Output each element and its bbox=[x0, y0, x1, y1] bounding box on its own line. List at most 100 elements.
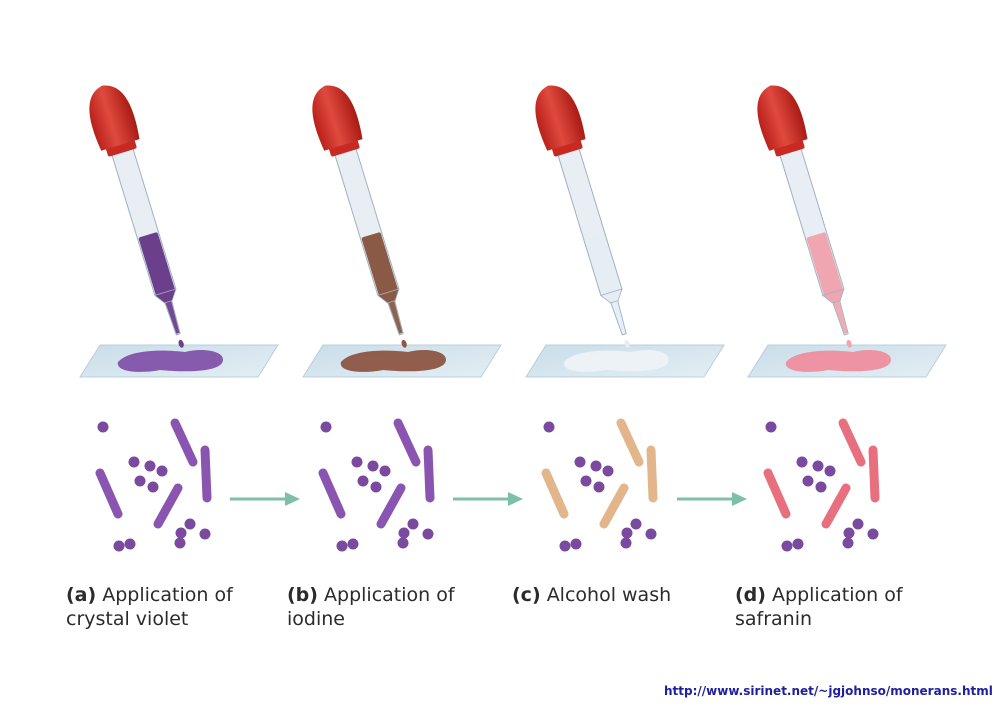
droplet-a bbox=[178, 339, 184, 348]
coccus-b-10 bbox=[336, 540, 348, 552]
coccus-d-9 bbox=[842, 537, 854, 549]
coccus-a-9 bbox=[174, 537, 186, 549]
caption-b: (b) Application of iodine bbox=[287, 583, 507, 631]
step-arrow-1-icon bbox=[230, 492, 300, 506]
dropper-b-icon bbox=[312, 85, 407, 348]
rod-bacterium-d-3 bbox=[821, 483, 851, 529]
caption-c-line1: Alcohol wash bbox=[546, 584, 672, 606]
caption-c-letter: (c) bbox=[512, 584, 541, 606]
caption-d-line1: Application of bbox=[772, 584, 903, 606]
coccus-b-3 bbox=[379, 465, 391, 477]
panel-b bbox=[302, 85, 502, 552]
coccus-d-1 bbox=[796, 456, 808, 468]
rod-bacterium-b-3 bbox=[376, 483, 406, 529]
caption-d: (d) Application of safranin bbox=[735, 583, 955, 631]
caption-a: (a) Application of crystal violet bbox=[66, 583, 286, 631]
rod-bacterium-a-0 bbox=[170, 418, 198, 467]
coccus-d-5 bbox=[815, 481, 827, 493]
coccus-c-1 bbox=[574, 456, 586, 468]
stain-puddle-d bbox=[785, 350, 891, 372]
coccus-c-9 bbox=[620, 537, 632, 549]
coccus-a-7 bbox=[175, 527, 187, 539]
coccus-b-0 bbox=[320, 421, 332, 433]
caption-d-line2: safranin bbox=[735, 608, 813, 630]
coccus-c-3 bbox=[602, 465, 614, 477]
rod-bacterium-b-1 bbox=[423, 445, 435, 503]
coccus-c-5 bbox=[593, 481, 605, 493]
coccus-c-10 bbox=[559, 540, 571, 552]
rod-bacterium-a-3 bbox=[153, 483, 183, 529]
coccus-c-6 bbox=[630, 518, 642, 530]
coccus-d-4 bbox=[802, 475, 814, 487]
caption-b-letter: (b) bbox=[287, 584, 318, 606]
droplet-c bbox=[624, 339, 630, 348]
coccus-d-2 bbox=[812, 460, 824, 472]
coccus-b-8 bbox=[422, 528, 434, 540]
coccus-c-11 bbox=[570, 538, 582, 550]
coccus-b-11 bbox=[347, 538, 359, 550]
caption-d-letter: (d) bbox=[735, 584, 766, 606]
caption-c: (c) Alcohol wash bbox=[512, 583, 732, 607]
coccus-c-7 bbox=[621, 527, 633, 539]
rod-bacterium-b-0 bbox=[393, 418, 421, 467]
caption-a-line2: crystal violet bbox=[66, 608, 189, 630]
coccus-b-6 bbox=[407, 518, 419, 530]
rod-bacterium-c-1 bbox=[646, 445, 658, 503]
panel-d bbox=[747, 85, 947, 552]
rod-bacterium-a-2 bbox=[95, 468, 123, 519]
panel-c bbox=[525, 85, 725, 552]
coccus-d-10 bbox=[781, 540, 793, 552]
caption-a-line1: Application of bbox=[102, 584, 233, 606]
coccus-b-1 bbox=[351, 456, 363, 468]
coccus-a-3 bbox=[156, 465, 168, 477]
coccus-b-9 bbox=[397, 537, 409, 549]
rod-bacterium-d-0 bbox=[838, 418, 866, 467]
coccus-b-4 bbox=[357, 475, 369, 487]
rod-bacterium-c-0 bbox=[616, 418, 644, 467]
coccus-a-5 bbox=[147, 481, 159, 493]
coccus-d-11 bbox=[792, 538, 804, 550]
stain-puddle-b bbox=[340, 350, 446, 372]
coccus-a-4 bbox=[134, 475, 146, 487]
coccus-b-7 bbox=[398, 527, 410, 539]
stain-puddle-a bbox=[117, 350, 223, 372]
droplet-b bbox=[401, 339, 407, 348]
coccus-a-6 bbox=[184, 518, 196, 530]
droplet-d bbox=[846, 339, 852, 348]
coccus-a-1 bbox=[128, 456, 140, 468]
rod-bacterium-c-3 bbox=[599, 483, 629, 529]
rod-bacterium-d-1 bbox=[868, 445, 880, 503]
caption-b-line1: Application of bbox=[324, 584, 455, 606]
rod-bacterium-a-1 bbox=[200, 445, 212, 503]
dropper-c-icon bbox=[535, 85, 630, 348]
panel-a bbox=[79, 85, 279, 552]
step-arrow-3-icon bbox=[677, 492, 747, 506]
step-arrow-2-icon bbox=[453, 492, 523, 506]
coccus-a-10 bbox=[113, 540, 125, 552]
coccus-c-2 bbox=[590, 460, 602, 472]
coccus-a-8 bbox=[199, 528, 211, 540]
caption-a-letter: (a) bbox=[66, 584, 97, 606]
coccus-a-2 bbox=[144, 460, 156, 472]
coccus-b-5 bbox=[370, 481, 382, 493]
coccus-d-6 bbox=[852, 518, 864, 530]
coccus-c-8 bbox=[645, 528, 657, 540]
rod-bacterium-b-2 bbox=[318, 468, 346, 519]
rod-bacterium-d-2 bbox=[763, 468, 791, 519]
coccus-b-2 bbox=[367, 460, 379, 472]
coccus-d-0 bbox=[765, 421, 777, 433]
coccus-c-0 bbox=[543, 421, 555, 433]
coccus-a-0 bbox=[97, 421, 109, 433]
coccus-a-11 bbox=[124, 538, 136, 550]
dropper-a-icon bbox=[89, 85, 184, 348]
coccus-d-3 bbox=[824, 465, 836, 477]
coccus-d-7 bbox=[843, 527, 855, 539]
caption-b-line2: iodine bbox=[287, 608, 345, 630]
rod-bacterium-c-2 bbox=[541, 468, 569, 519]
coccus-c-4 bbox=[580, 475, 592, 487]
coccus-d-8 bbox=[867, 528, 879, 540]
dropper-d-icon bbox=[757, 85, 852, 348]
source-url-link[interactable]: http://www.sirinet.net/~jgjohnso/moneran… bbox=[664, 684, 993, 698]
stain-puddle-c bbox=[563, 350, 669, 372]
